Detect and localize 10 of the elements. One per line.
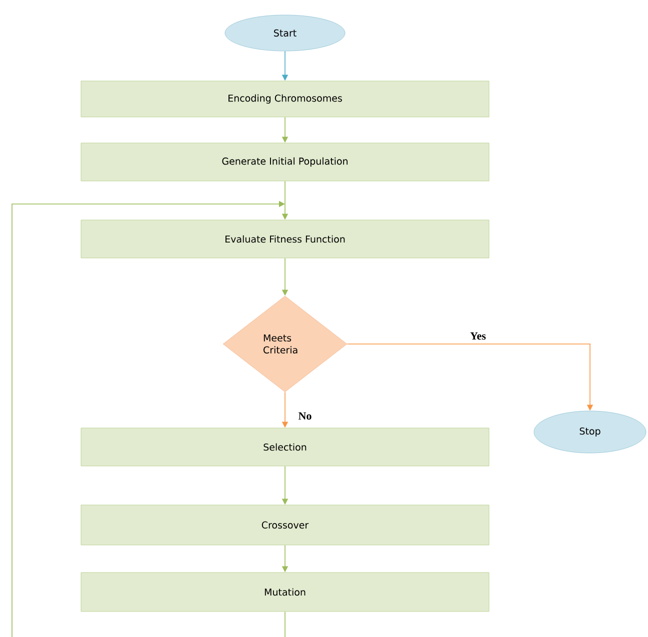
terminal-oval: Start (224, 14, 346, 52)
edge-label: Yes (469, 331, 487, 341)
terminal-oval: Stop (534, 410, 646, 454)
process-box: Encoding Chromosomes (80, 80, 490, 118)
process-box: Evaluate Fitness Function (80, 220, 490, 258)
process-box: Crossover (80, 504, 490, 546)
process-box: Mutation (80, 572, 490, 612)
edge-label: No (297, 411, 313, 421)
process-box: Selection (80, 428, 490, 466)
process-box: Generate Initial Population (80, 142, 490, 182)
